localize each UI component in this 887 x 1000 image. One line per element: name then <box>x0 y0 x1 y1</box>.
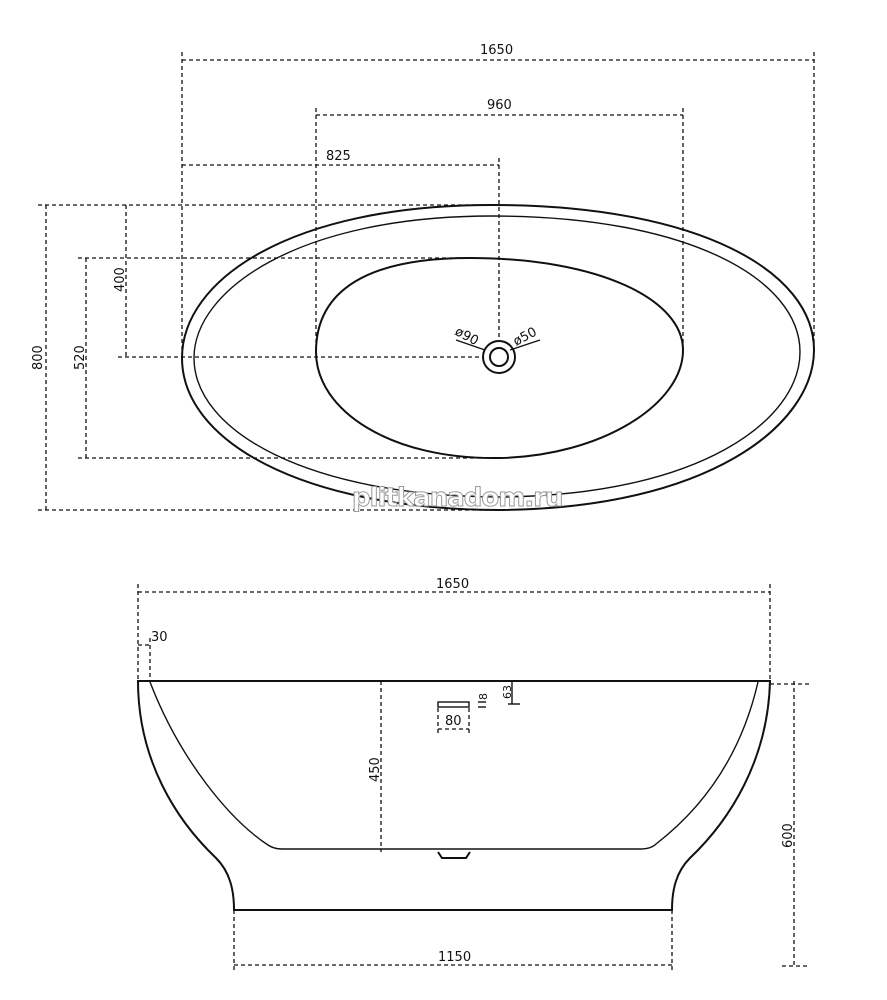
watermark: plitkanadom.ru <box>352 483 563 513</box>
side-dim-600-label: 600 <box>781 823 796 848</box>
tub-bowl-bottom <box>314 256 685 460</box>
drain-leader-right <box>509 339 541 351</box>
overflow-height-label: 8 <box>477 693 490 700</box>
drain-inner-circle <box>489 347 509 367</box>
drain-outer-diameter-label: ø90 <box>452 324 481 349</box>
side-dim-1150-label: 1150 <box>438 950 471 965</box>
dim-960-label: 960 <box>487 98 512 113</box>
top-view: ø90 ø50 1650 960 825 800 400 520 plitkan… <box>31 43 816 514</box>
dim-520-label: 520 <box>73 345 88 370</box>
overflow-width-label: 80 <box>445 714 462 729</box>
dim-1650-label: 1650 <box>480 43 513 58</box>
drain-leader-left <box>455 339 486 351</box>
side-dim-450-label: 450 <box>368 757 383 782</box>
dim-825-label: 825 <box>326 149 351 164</box>
tub-inner-rim <box>193 215 801 498</box>
tub-side-drain <box>437 851 471 859</box>
dim-400-label: 400 <box>113 267 128 292</box>
overflow-offset-label: 63 <box>501 685 514 699</box>
drain-outer-circle <box>482 340 516 374</box>
side-view: 1650 30 450 80 8 63 600 1150 <box>136 577 812 972</box>
side-dim-1650-label: 1650 <box>436 577 469 592</box>
side-dim-30-label: 30 <box>151 630 168 645</box>
dim-800-label: 800 <box>31 345 46 370</box>
tub-side-inner-profile <box>149 681 759 850</box>
overflow-slot <box>437 701 470 708</box>
drain-inner-diameter-label: ø50 <box>511 325 540 350</box>
tub-outer-rim <box>180 203 816 512</box>
